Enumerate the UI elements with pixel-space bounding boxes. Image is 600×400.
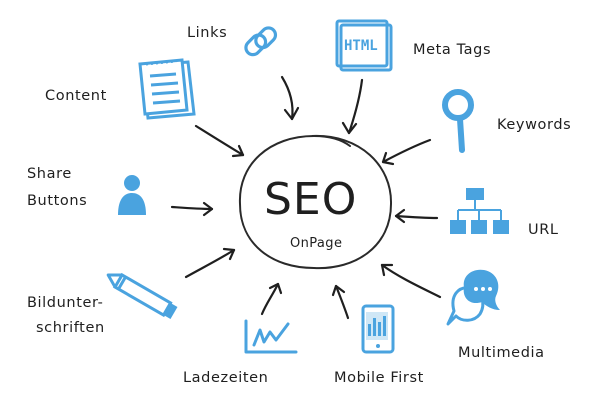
document-icon bbox=[138, 58, 196, 120]
chain-link-icon bbox=[244, 26, 278, 57]
magnifier-icon bbox=[442, 89, 474, 153]
html-tag-icon: HTML bbox=[335, 19, 393, 72]
arrow-multimedia bbox=[380, 263, 442, 299]
pencil-icon bbox=[106, 272, 178, 320]
center-node: SEO OnPage bbox=[238, 134, 393, 270]
label-share-line2: Buttons bbox=[27, 193, 87, 209]
label-keywords: Keywords bbox=[497, 117, 571, 133]
arrow-ladezeiten bbox=[260, 282, 283, 316]
center-circle bbox=[238, 134, 393, 270]
arrow-meta-tags bbox=[341, 78, 364, 135]
person-icon bbox=[118, 175, 146, 215]
arrow-keywords bbox=[381, 138, 432, 166]
arrow-url bbox=[394, 208, 439, 224]
label-links: Links bbox=[187, 25, 227, 41]
label-url: URL bbox=[528, 222, 559, 238]
html-tag-text: HTML bbox=[344, 38, 378, 54]
label-multimedia: Multimedia bbox=[458, 345, 545, 361]
arrow-bild bbox=[184, 247, 236, 279]
sitemap-icon bbox=[450, 188, 509, 234]
label-content: Content bbox=[45, 88, 107, 104]
arrow-share bbox=[170, 201, 214, 217]
label-meta-tags: Meta Tags bbox=[413, 42, 491, 58]
arrow-links bbox=[280, 75, 300, 121]
line-chart-icon bbox=[244, 319, 298, 354]
mobile-phone-icon bbox=[361, 304, 395, 354]
label-bild-line2: schriften bbox=[36, 320, 105, 336]
arrow-content bbox=[194, 124, 245, 158]
center-title: SEO bbox=[264, 174, 357, 225]
labels: Links Meta Tags Keywords Content Share B… bbox=[27, 25, 571, 386]
arrows bbox=[170, 75, 442, 320]
label-ladezeiten: Ladezeiten bbox=[183, 370, 268, 386]
arrow-mobile-first bbox=[331, 284, 350, 320]
center-subtitle: OnPage bbox=[290, 236, 342, 251]
speech-bubbles-icon bbox=[446, 269, 500, 326]
label-mobile-first: Mobile First bbox=[334, 370, 424, 386]
label-share-line1: Share bbox=[27, 166, 72, 182]
label-bild-line1: Bildunter- bbox=[27, 295, 103, 311]
